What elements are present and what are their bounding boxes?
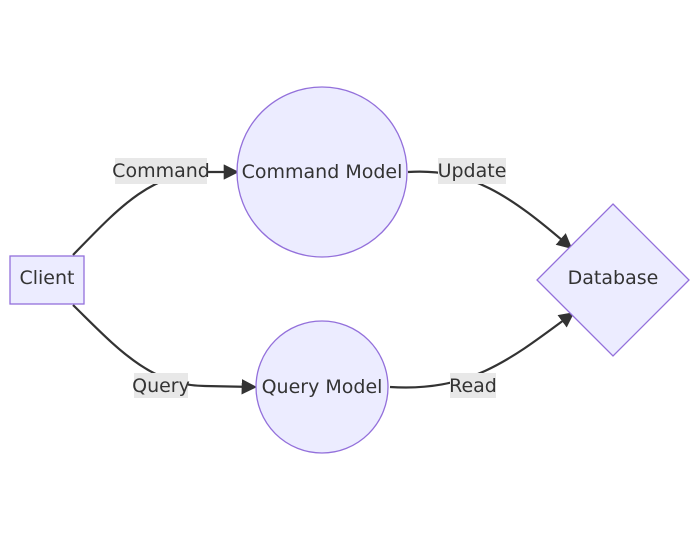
edge-query-database	[389, 312, 575, 389]
node-query-model-label: Query Model	[262, 376, 383, 398]
node-client[interactable]: Client	[9, 255, 85, 305]
node-client-label: Client	[19, 267, 74, 289]
node-command-model-label: Command Model	[242, 161, 403, 183]
edge-label-query-text: Query	[132, 375, 190, 397]
edge-command-database	[407, 170, 573, 250]
node-database-label: Database	[568, 267, 659, 289]
edge-client-query	[72, 304, 258, 395]
edge-label-command-text: Command	[112, 160, 210, 182]
node-query-model[interactable]: Query Model	[255, 320, 389, 454]
edge-label-read-text: Read	[449, 375, 497, 397]
edge-label-update-text: Update	[438, 160, 507, 182]
edge-client-command	[72, 164, 240, 256]
node-command-model[interactable]: Command Model	[236, 86, 408, 258]
edge-label-query: Query	[132, 373, 190, 398]
edge-label-update: Update	[438, 158, 507, 184]
node-database[interactable]: Database	[536, 203, 690, 357]
edge-label-read: Read	[449, 373, 497, 398]
edge-label-command: Command	[112, 158, 210, 184]
